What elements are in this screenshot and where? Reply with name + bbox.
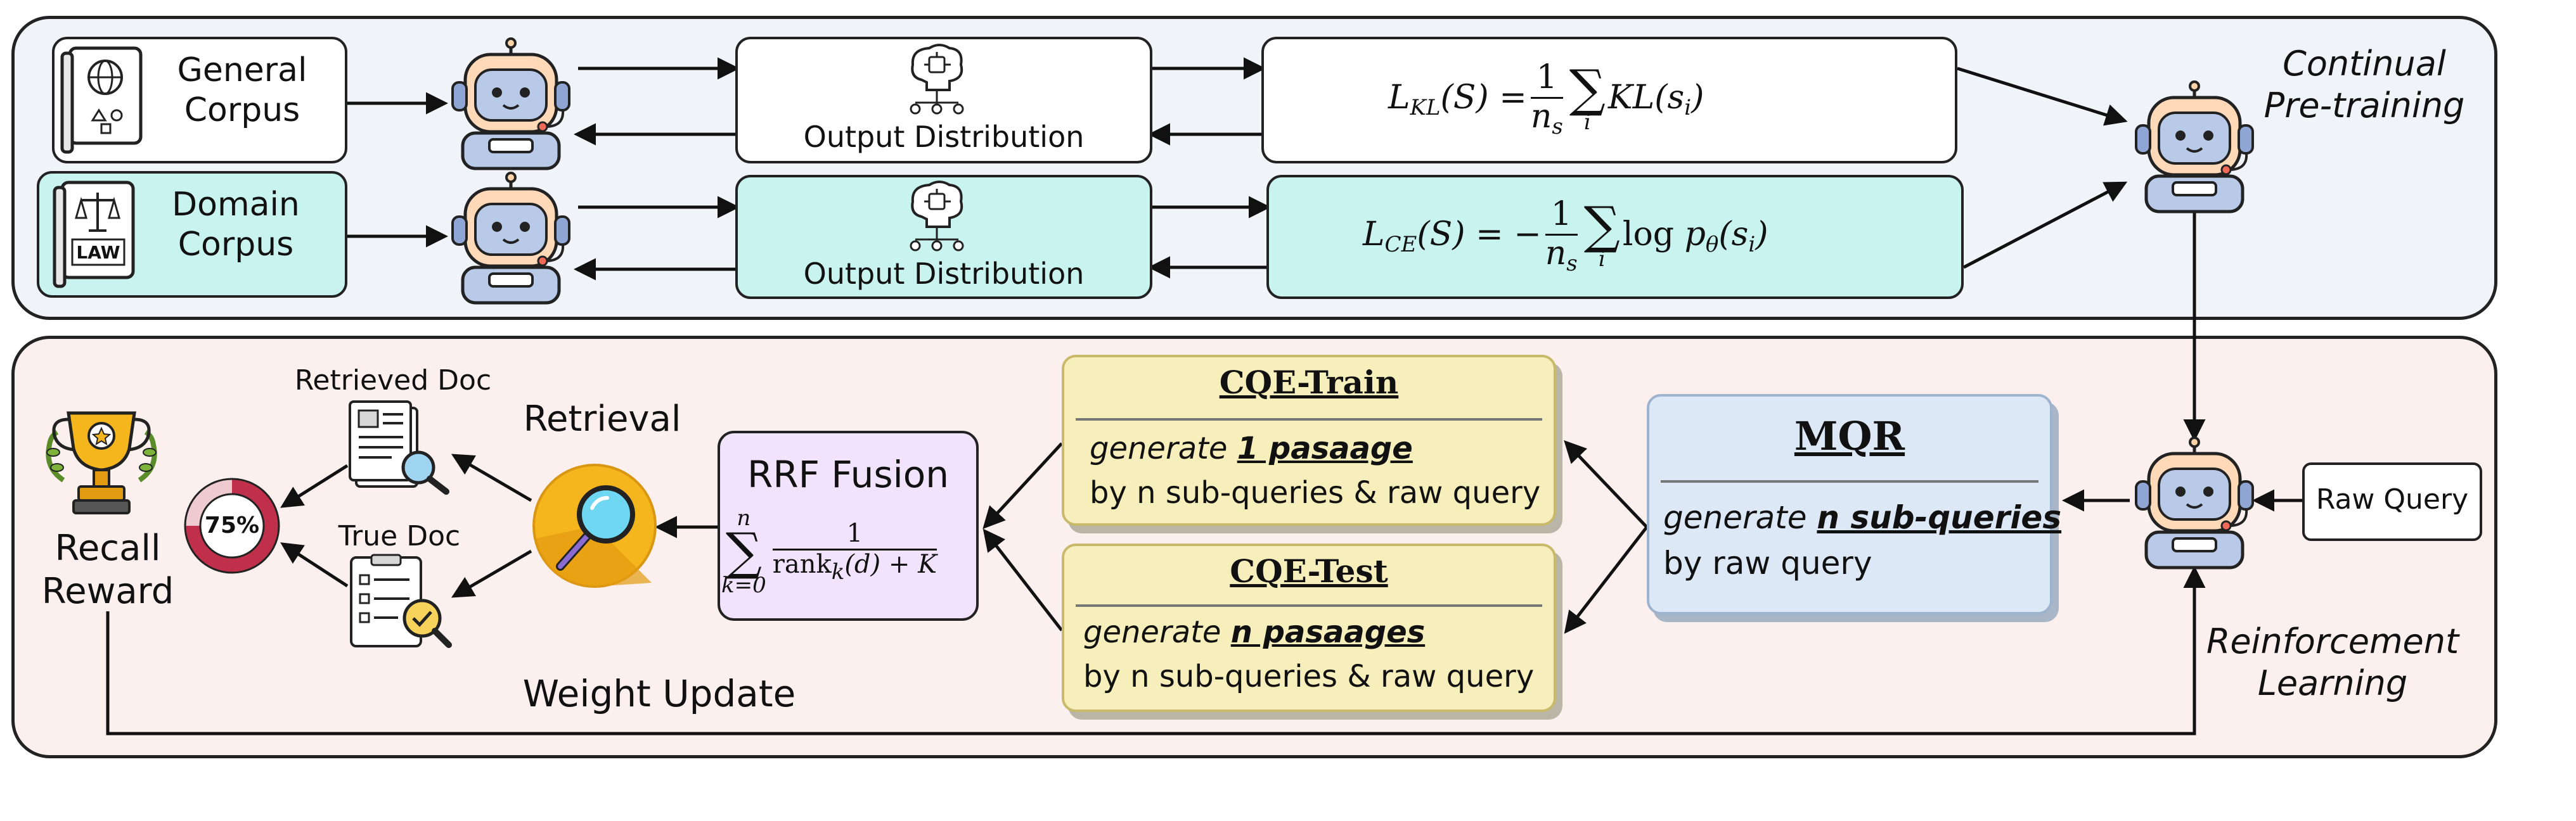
cqe-train-line-2: by n sub-queries & raw query xyxy=(1090,475,1541,511)
robot-icon xyxy=(2135,436,2254,570)
cqe-test-card: CQE-Test generate n pasaages by n sub-qu… xyxy=(1062,544,1556,712)
kl-loss-box xyxy=(1261,37,1957,163)
recall-percent: 75% xyxy=(204,512,260,538)
trophy-icon xyxy=(46,411,157,514)
retrieval-label: Retrieval xyxy=(523,398,681,440)
output-distribution-label-2: Output Distribution xyxy=(803,257,1085,291)
raw-query-box xyxy=(2302,462,2482,541)
brain-network-icon xyxy=(910,181,964,251)
mqr-title: MQR xyxy=(1794,413,1905,459)
rrf-fusion-box xyxy=(718,431,979,621)
output-distribution-label-1: Output Distribution xyxy=(803,120,1085,154)
robot-icon xyxy=(451,37,570,170)
retrieved-doc-label: Retrieved Doc xyxy=(294,364,492,397)
weight-update-label: Weight Update xyxy=(522,672,796,715)
globe-book-icon xyxy=(60,46,143,154)
brain-network-icon xyxy=(910,44,964,115)
cqe-train-title: CQE-Train xyxy=(1219,364,1399,401)
law-book-label: LAW xyxy=(76,242,120,263)
general-corpus-label: General Corpus xyxy=(177,51,307,130)
robot-icon xyxy=(2135,80,2254,213)
document-search-icon xyxy=(349,400,449,495)
mqr-card: MQR generate n sub-queries by raw query xyxy=(1647,394,2061,614)
ce-loss-box xyxy=(1266,175,1964,299)
cqe-train-line-1: generate 1 pasaage xyxy=(1090,431,1413,466)
cqe-test-title: CQE-Test xyxy=(1230,552,1388,590)
donut-ring-icon xyxy=(184,478,280,574)
cqe-test-line-1: generate n pasaages xyxy=(1083,614,1426,650)
mqr-divider xyxy=(1661,480,2038,483)
recall-reward-label: Recall Reward xyxy=(41,528,174,613)
rrf-fusion-title: RRF Fusion xyxy=(747,453,949,496)
cqe-test-line-2: by n sub-queries & raw query xyxy=(1083,659,1535,694)
true-doc-label: True Doc xyxy=(338,520,461,552)
law-book-icon xyxy=(53,181,135,288)
cqe-test-divider xyxy=(1076,604,1542,607)
mqr-line-2: by raw query xyxy=(1663,545,1872,582)
cqe-train-card: CQE-Train generate 1 pasaage by n sub-qu… xyxy=(1062,355,1556,526)
document-check-icon xyxy=(350,554,452,648)
cqe-train-divider xyxy=(1076,418,1542,421)
continual-pretraining-label: Continual Pre-training xyxy=(2264,44,2465,125)
reinforcement-learning-label: Reinforcement Learning xyxy=(2206,621,2459,703)
raw-query-label: Raw Query xyxy=(2315,483,2469,516)
robot-icon xyxy=(451,172,570,305)
magnifier-icon xyxy=(532,464,657,588)
mqr-line-1: generate n sub-queries xyxy=(1663,499,2062,536)
domain-corpus-label: Domain Corpus xyxy=(172,186,300,264)
